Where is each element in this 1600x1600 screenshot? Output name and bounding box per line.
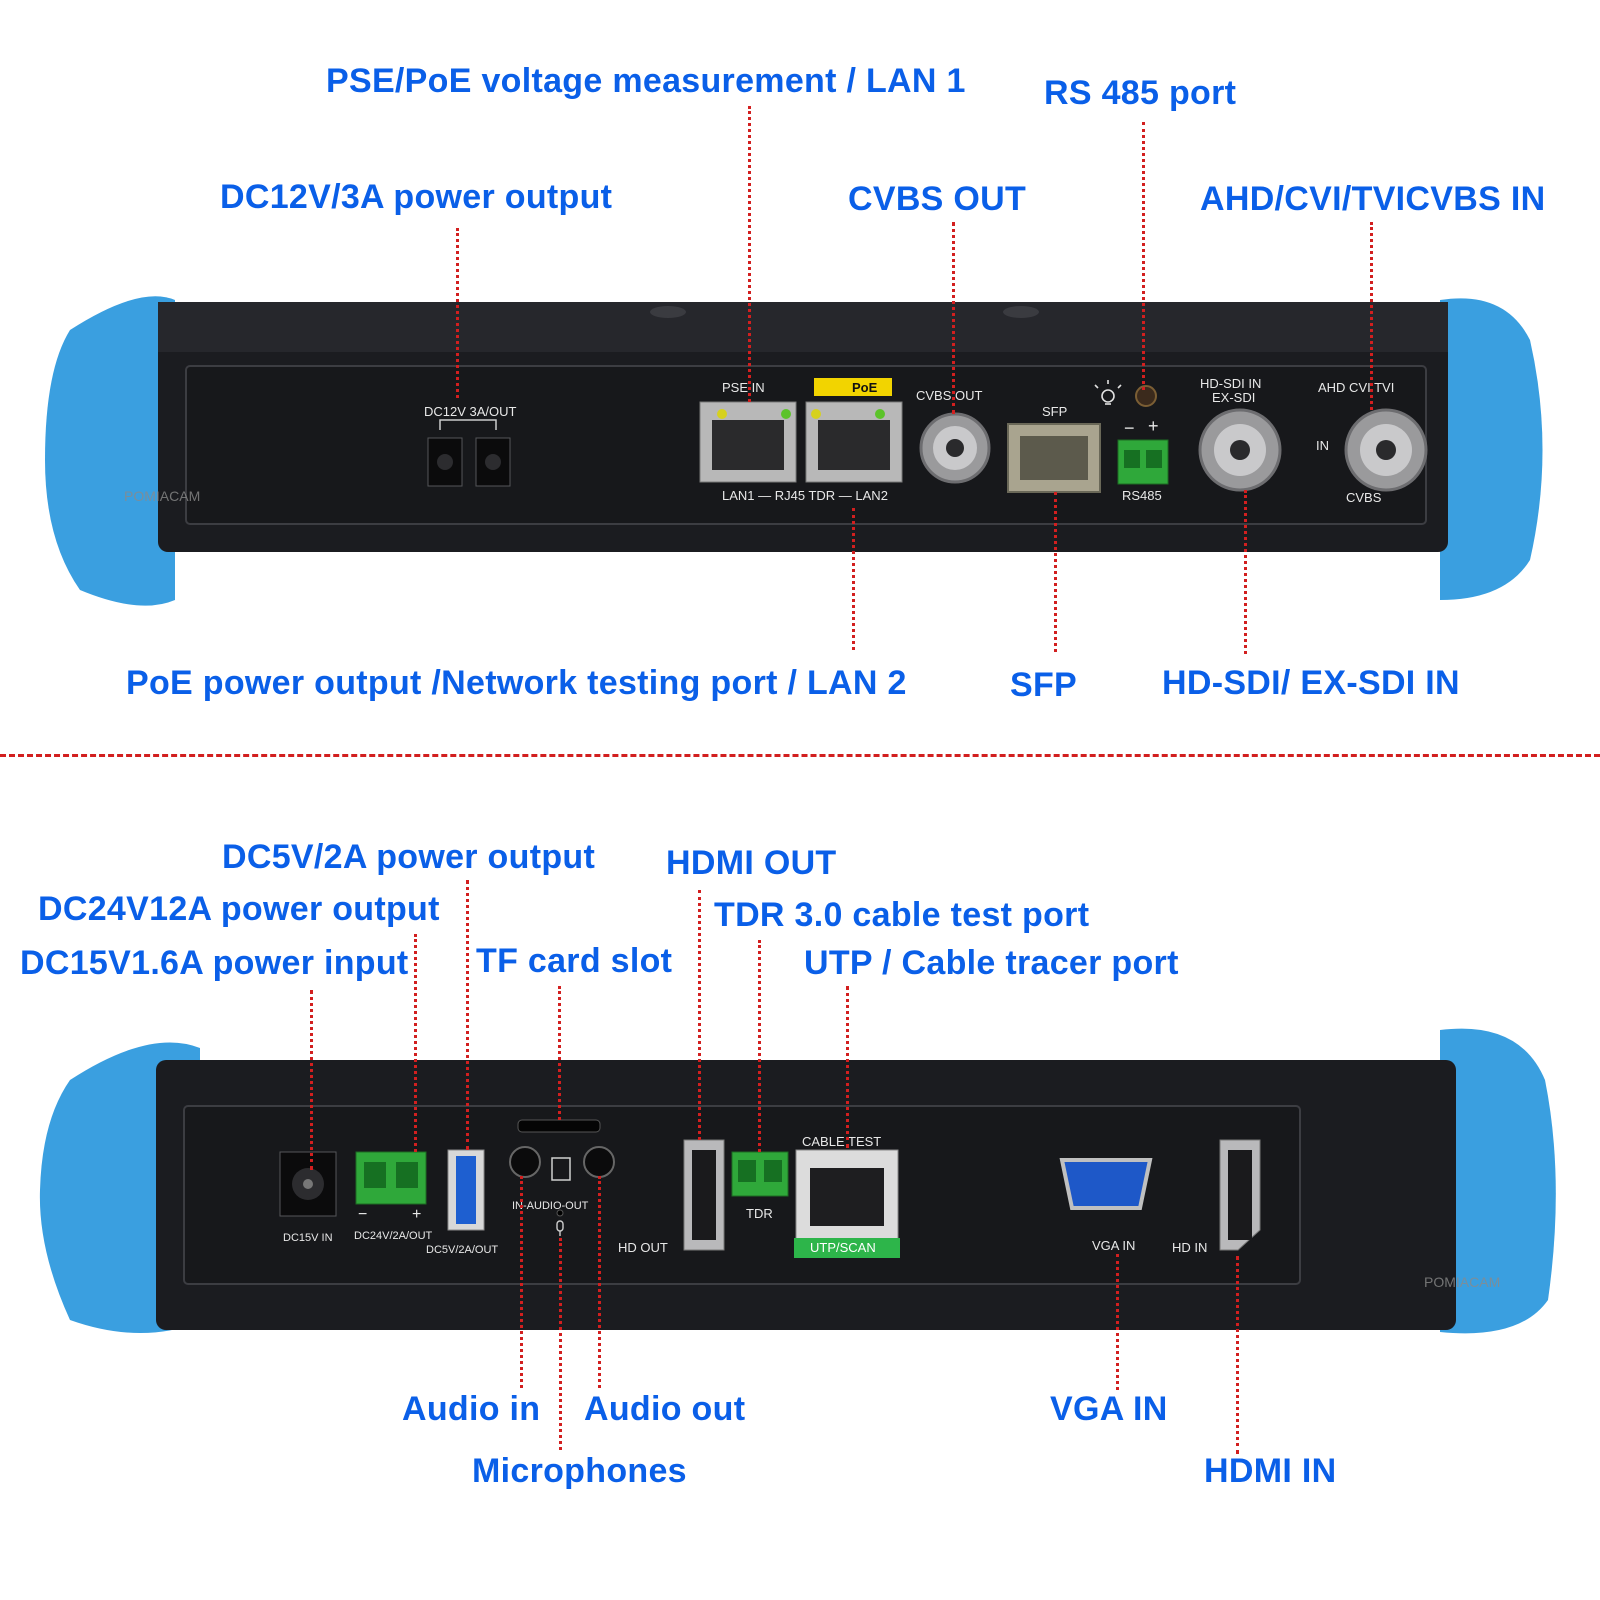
leader-sfp	[1054, 492, 1057, 652]
callout-rs485: RS 485 port	[1044, 74, 1237, 112]
sfp-panel-label: SFP	[1042, 404, 1068, 419]
poe-badge-bg	[814, 378, 892, 396]
callout-dc5v: DC5V/2A power output	[222, 838, 596, 876]
poe-badge-label: PoE	[852, 380, 878, 395]
utp-scan-panel-label: UTP/SCAN	[810, 1240, 876, 1255]
right-bumper	[1440, 298, 1543, 600]
callout-hdmi-out: HDMI OUT	[666, 844, 837, 882]
microphone-hole	[556, 1209, 564, 1217]
callout-audio-out: Audio out	[584, 1390, 746, 1428]
callout-hdmi-in: HDMI IN	[1204, 1452, 1337, 1490]
callout-sfp: SFP	[1010, 666, 1078, 704]
leader-audio-out	[598, 1176, 601, 1388]
sd-card-icon	[551, 1157, 571, 1181]
callout-microphones: Microphones	[472, 1452, 687, 1490]
leader-hdsdi	[1244, 490, 1247, 654]
callout-utp: UTP / Cable tracer port	[804, 944, 1179, 982]
callout-audio-in: Audio in	[402, 1390, 541, 1428]
section-separator	[0, 754, 1600, 757]
dc15v-panel-label: DC15V IN	[283, 1232, 333, 1244]
leader-cvbs-out	[952, 222, 955, 414]
hd-out-panel-label: HD OUT	[618, 1240, 668, 1255]
vga-port	[1059, 1158, 1153, 1210]
bottom-device-illustration	[39, 1028, 1556, 1334]
watermark-top: POMIACAM	[124, 488, 201, 504]
lan-panel-label: LAN1 — RJ45 TDR — LAN2	[722, 488, 888, 503]
tdr-panel-label: TDR	[746, 1206, 773, 1221]
callout-hdsdi: HD-SDI/ EX-SDI IN	[1162, 664, 1460, 702]
leader-tdr	[758, 940, 761, 1152]
leader-ahd-in	[1370, 222, 1373, 410]
vga-in-panel-label: VGA IN	[1092, 1238, 1136, 1253]
leader-tf-card	[558, 986, 561, 1120]
rs485-panel-label: RS485	[1122, 488, 1162, 503]
dc24v-minus: −	[358, 1206, 368, 1223]
left-bumper	[45, 296, 175, 606]
leader-vga-in	[1116, 1254, 1119, 1390]
callout-tdr: TDR 3.0 cable test port	[714, 896, 1090, 934]
leader-pse-poe	[748, 106, 751, 402]
leader-poe-lan2	[852, 508, 855, 650]
leader-dc24v	[414, 934, 417, 1152]
light-bulb-icon	[1094, 380, 1122, 405]
leader-rs485	[1142, 122, 1145, 390]
utp-scan-badge	[794, 1238, 900, 1258]
leader-utp	[846, 986, 849, 1148]
leader-dc12v	[456, 228, 459, 398]
audio-panel-label: IN-AUDIO-OUT	[512, 1200, 589, 1212]
callout-cvbs-out: CVBS OUT	[848, 180, 1027, 218]
audio-out-jack	[583, 1146, 615, 1178]
leader-audio-in	[520, 1176, 523, 1388]
rs485-minus: −	[1124, 418, 1135, 438]
callout-dc24v: DC24V12A power output	[38, 890, 440, 928]
microphone-icon	[556, 1220, 564, 1236]
watermark-bottom: POMIACAM	[1424, 1274, 1501, 1290]
dc24v-plus: +	[412, 1206, 422, 1223]
top-device-illustration	[45, 296, 1543, 606]
cable-test-panel-label: CABLE TEST	[802, 1134, 882, 1149]
exsdi-panel-label: EX-SDI	[1212, 390, 1256, 405]
in-panel-label: IN	[1316, 438, 1329, 453]
callout-dc15v: DC15V1.6A power input	[20, 944, 409, 982]
callout-ahd-in: AHD/CVI/TVICVBS IN	[1200, 180, 1546, 218]
leader-microphones	[559, 1238, 562, 1450]
status-led	[1135, 385, 1157, 407]
callout-dc12v: DC12V/3A power output	[220, 178, 613, 216]
audio-in-jack	[509, 1146, 541, 1178]
cvbs-out-panel-label: CVBS OUT	[916, 388, 983, 403]
pse-in-label: PSE IN	[722, 380, 765, 395]
leader-dc15v	[310, 990, 313, 1170]
callout-tf-card: TF card slot	[476, 942, 673, 980]
hdsdi-panel-label: HD-SDI IN	[1200, 376, 1262, 391]
hd-in-panel-label: HD IN	[1172, 1240, 1208, 1255]
callout-pse-poe-lan1: PSE/PoE voltage measurement / LAN 1	[326, 62, 966, 100]
rs485-plus: +	[1148, 416, 1159, 436]
leader-hdmi-in	[1236, 1256, 1239, 1454]
leader-hdmi-out	[698, 890, 701, 1140]
leader-dc5v	[466, 880, 469, 1150]
callout-vga-in: VGA IN	[1050, 1390, 1168, 1428]
tf-card-slot	[517, 1119, 601, 1133]
dc12v-panel-label: DC12V 3A/OUT	[424, 404, 517, 419]
callout-poe-lan2: PoE power output /Network testing port /…	[126, 664, 907, 702]
dc24v-panel-label: DC24V/2A/OUT	[354, 1230, 433, 1242]
right-bumper	[1440, 1028, 1556, 1334]
ahd-panel-label: AHD CVI TVI	[1318, 380, 1395, 395]
dc5v-panel-label: DC5V/2A/OUT	[426, 1244, 499, 1256]
cvbs-panel-label: CVBS	[1346, 490, 1382, 505]
